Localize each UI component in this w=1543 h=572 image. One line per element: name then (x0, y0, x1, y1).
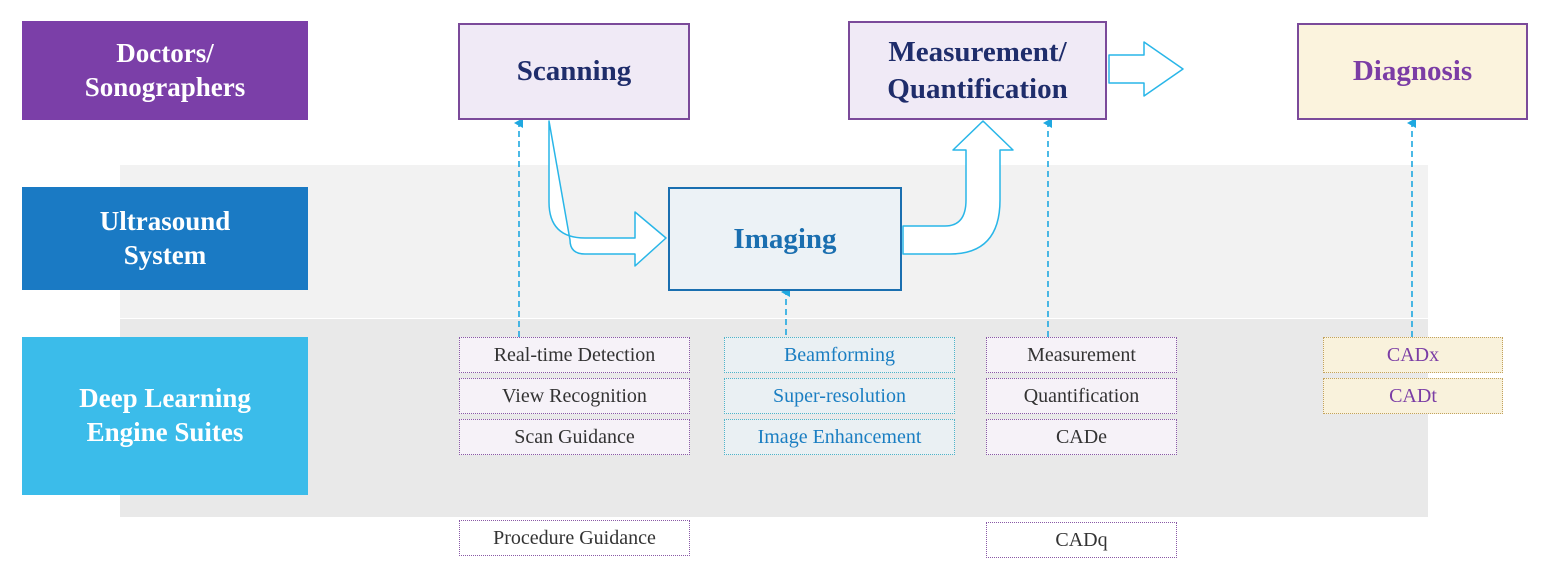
stage-scanning: Scanning (458, 23, 690, 120)
stage-diagnosis: Diagnosis (1297, 23, 1528, 120)
role-ultrasound-system: Ultrasound System (22, 187, 308, 290)
engine-beamforming: Beamforming (724, 337, 955, 373)
engine-scan-guidance: Scan Guidance (459, 419, 690, 455)
engine-cadt: CADt (1323, 378, 1503, 414)
engine-super-resolution: Super-resolution (724, 378, 955, 414)
engine-real-time-detection: Real-time Detection (459, 337, 690, 373)
engine-quantification: Quantification (986, 378, 1177, 414)
stage-imaging: Imaging (668, 187, 902, 291)
engine-cade: CADe (986, 419, 1177, 455)
flow-arrow-measurement-to-diagnosis (1108, 41, 1184, 97)
engine-cadx: CADx (1323, 337, 1503, 373)
engine-cadq: CADq (986, 522, 1177, 558)
engine-image-enhancement: Image Enhancement (724, 419, 955, 455)
stage-measurement-quantification: Measurement/ Quantification (848, 21, 1107, 120)
engine-measurement: Measurement (986, 337, 1177, 373)
engine-view-recognition: View Recognition (459, 378, 690, 414)
flow-arrow-imaging-to-measurement (902, 120, 1014, 255)
role-doctors-sonographers: Doctors/ Sonographers (22, 21, 308, 120)
engine-procedure-guidance: Procedure Guidance (459, 520, 690, 556)
flow-arrow-scanning-to-imaging (548, 120, 667, 267)
role-deep-learning-engine-suites: Deep Learning Engine Suites (22, 337, 308, 495)
